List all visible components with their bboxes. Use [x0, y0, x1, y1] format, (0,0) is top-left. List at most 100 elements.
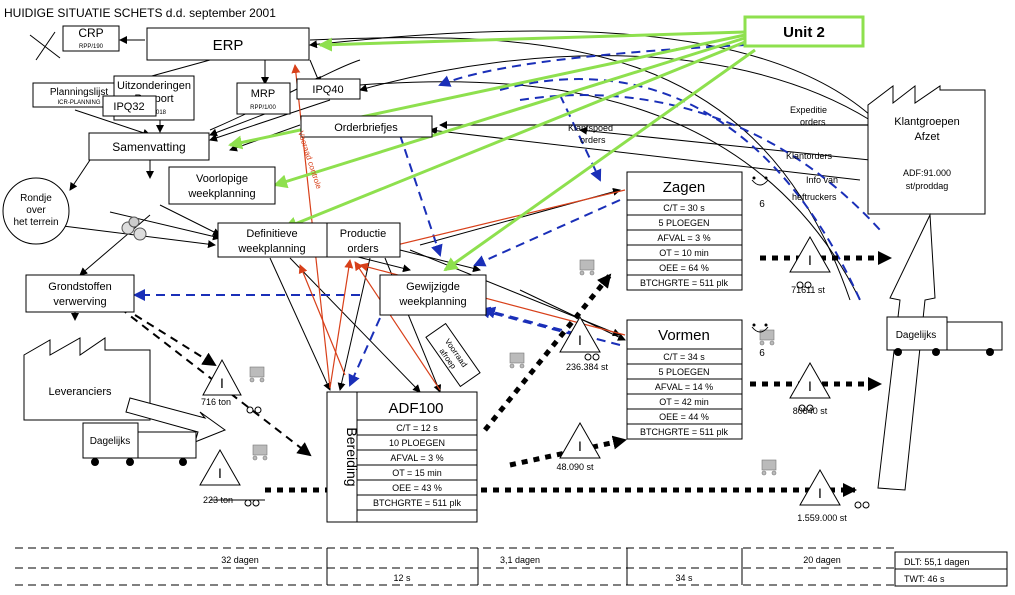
svg-text:Bereiding: Bereiding	[344, 427, 360, 486]
svg-text:Definitieve: Definitieve	[246, 228, 297, 240]
orderbriefjes-box: Orderbriefjes	[300, 115, 433, 138]
svg-text:Klantgroepen: Klantgroepen	[894, 116, 959, 128]
svg-text:5 PLOEGEN: 5 PLOEGEN	[658, 218, 709, 228]
svg-text:Dagelijks: Dagelijks	[896, 330, 937, 341]
svg-text:weekplanning: weekplanning	[398, 296, 466, 308]
svg-text:Voorlopige: Voorlopige	[196, 173, 248, 185]
svg-text:OEE = 43 %: OEE = 43 %	[392, 483, 442, 493]
svg-text:verwerving: verwerving	[53, 296, 106, 308]
svg-text:OT = 10 min: OT = 10 min	[659, 248, 709, 258]
truck-right: Dagelijks	[886, 316, 1003, 356]
crp-box: CRP RPP/190	[29, 25, 120, 61]
svg-text:orders: orders	[347, 243, 379, 255]
svg-text:Expeditie: Expeditie	[790, 105, 827, 115]
svg-text:ADF:91.000: ADF:91.000	[903, 168, 951, 178]
vormen-data-rows: C/T = 34 s 5 PLOEGEN AFVAL = 14 % OT = 4…	[627, 352, 742, 437]
svg-text:Vormen: Vormen	[658, 327, 710, 344]
svg-text:48.090 st: 48.090 st	[556, 462, 594, 472]
svg-text:weekplanning: weekplanning	[237, 243, 305, 255]
inventory-236384: I 236.384 st	[559, 315, 609, 372]
svg-text:Uitzonderingen: Uitzonderingen	[117, 80, 191, 92]
svg-text:71611 st: 71611 st	[791, 285, 825, 295]
svg-text:Gewijzigde: Gewijzigde	[406, 281, 460, 293]
inventory-80840: I 80840 st	[789, 361, 831, 416]
svg-text:10 PLOEGEN: 10 PLOEGEN	[389, 438, 445, 448]
inventory-223: I 223 ton	[199, 448, 241, 505]
svg-text:I: I	[808, 378, 812, 394]
svg-text:Klantspoed: Klantspoed	[568, 123, 613, 133]
svg-text:Unit 2: Unit 2	[783, 24, 825, 41]
timeline-segment: 34 s	[675, 573, 693, 583]
svg-text:I: I	[808, 252, 812, 268]
voorlopige-weekplanning-box: Voorlopige weekplanning	[168, 166, 276, 205]
svg-text:ERP: ERP	[213, 37, 244, 54]
gewijzigde-weekplanning-box: Gewijzigde weekplanning	[379, 274, 487, 316]
svg-text:IPQ32: IPQ32	[113, 101, 144, 113]
svg-text:6: 6	[759, 348, 765, 359]
svg-text:Samenvatting: Samenvatting	[112, 140, 185, 154]
svg-text:Leveranciers: Leveranciers	[49, 386, 112, 398]
svg-text:OEE = 64 %: OEE = 64 %	[659, 263, 709, 273]
svg-text:BTCHGRTE = 511 plk: BTCHGRTE = 511 plk	[640, 278, 728, 288]
erp-box: ERP	[146, 27, 310, 61]
timeline-segment: 12 s	[393, 573, 411, 583]
grondstoffen-verwerving-box: Grondstoffen verwerving	[25, 274, 135, 313]
glasses-icon	[121, 216, 147, 241]
definitieve-weekplanning-box: Definitieve weekplanning	[217, 222, 328, 258]
svg-text:Info van: Info van	[806, 175, 838, 185]
svg-text:het terrein: het terrein	[13, 217, 58, 228]
inventory-71611: I 71611 st	[789, 235, 831, 295]
productie-orders-box: Productie orders	[326, 222, 401, 258]
svg-text:716 ton: 716 ton	[201, 397, 231, 407]
klantgroepen-factory: Klantgroepen Afzet ADF:91.000 st/proddag	[867, 84, 986, 215]
leveranciers-factory: Leveranciers	[23, 337, 227, 443]
twt-value: TWT: 46 s	[904, 574, 945, 584]
svg-text:BTCHGRTE = 511 plk: BTCHGRTE = 511 plk	[640, 427, 728, 437]
svg-text:C/T = 30 s: C/T = 30 s	[663, 203, 705, 213]
svg-text:Zagen: Zagen	[663, 179, 706, 196]
svg-text:heftruckers: heftruckers	[792, 192, 837, 202]
svg-text:OT = 42 min: OT = 42 min	[659, 397, 709, 407]
svg-text:C/T = 34 s: C/T = 34 s	[663, 352, 705, 362]
svg-text:orders: orders	[580, 135, 606, 145]
zagen-data-rows: C/T = 30 s 5 PLOEGEN AFVAL = 3 % OT = 10…	[627, 203, 742, 288]
inventory-1559000: I 1.559.000 st	[797, 468, 847, 523]
svg-text:Planningslijst: Planningslijst	[50, 87, 109, 98]
process-vormen: Vormen C/T = 34 s 5 PLOEGEN AFVAL = 14 %…	[626, 319, 769, 440]
svg-text:RPP/1/00: RPP/1/00	[250, 105, 276, 111]
adf100-data-rows: C/T = 12 s 10 PLOEGEN AFVAL = 3 % OT = 1…	[357, 423, 477, 511]
operator-icon	[751, 323, 769, 333]
svg-text:Rondje: Rondje	[20, 193, 52, 204]
glasses-small-icons	[244, 281, 870, 509]
svg-text:Klantorders: Klantorders	[786, 151, 833, 161]
svg-text:AFVAL = 14 %: AFVAL = 14 %	[655, 382, 713, 392]
svg-text:OT = 15 min: OT = 15 min	[392, 468, 442, 478]
timeline-segment: 3,1 dagen	[500, 555, 540, 565]
svg-text:I: I	[218, 465, 222, 481]
operator-icon	[751, 176, 769, 186]
svg-text:I: I	[220, 375, 224, 391]
truck-left: Dagelijks	[82, 422, 197, 466]
svg-text:AFVAL = 3 %: AFVAL = 3 %	[390, 453, 443, 463]
svg-text:OEE = 44 %: OEE = 44 %	[659, 412, 709, 422]
svg-text:MRP: MRP	[251, 88, 275, 100]
svg-text:223 ton: 223 ton	[203, 495, 233, 505]
svg-text:Vooraad controle: Vooraad controle	[296, 130, 323, 191]
svg-text:C/T = 12 s: C/T = 12 s	[396, 423, 438, 433]
rondje-terrein-circle: Rondje over het terrein	[2, 177, 70, 245]
svg-text:5 PLOEGEN: 5 PLOEGEN	[658, 367, 709, 377]
process-zagen: Zagen C/T = 30 s 5 PLOEGEN AFVAL = 3 % O…	[626, 171, 769, 291]
unit2-label: Unit 2	[743, 15, 865, 48]
svg-text:1.559.000 st: 1.559.000 st	[797, 513, 847, 523]
svg-text:Afzet: Afzet	[914, 131, 939, 143]
svg-text:ADF100: ADF100	[388, 400, 443, 417]
samenvatting-box: Samenvatting	[88, 132, 210, 161]
forklift-icons	[249, 259, 777, 476]
svg-text:CRP: CRP	[78, 26, 103, 40]
svg-text:I: I	[818, 485, 822, 501]
svg-text:I: I	[578, 332, 582, 348]
shipment-arrow	[877, 213, 936, 491]
inventory-48090: I 48.090 st	[556, 421, 601, 472]
svg-text:RPP/190: RPP/190	[79, 44, 104, 50]
